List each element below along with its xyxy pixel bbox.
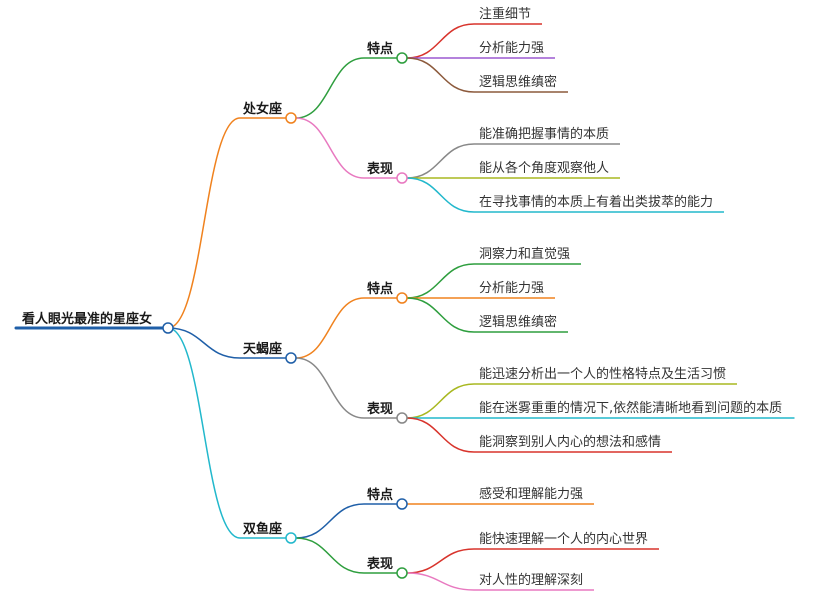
branch-topic[interactable]: 处女座 xyxy=(242,101,282,117)
leaf-topic[interactable]: 能洞察到别人内心的想法和感情 xyxy=(479,434,661,450)
edge-layer xyxy=(14,23,795,591)
leaf-topic[interactable]: 能迅速分析出一个人的性格特点及生活习惯 xyxy=(479,366,726,382)
subtopic-collapse-handle[interactable] xyxy=(396,52,408,64)
leaf-topic[interactable]: 逻辑思维缜密 xyxy=(479,314,557,330)
root-collapse-handle[interactable] xyxy=(162,322,174,334)
subtopic-collapse-handle[interactable] xyxy=(396,567,408,579)
leaf-topic[interactable]: 逻辑思维缜密 xyxy=(479,74,557,90)
leaf-topic[interactable]: 感受和理解能力强 xyxy=(479,486,583,502)
edge-root-to-branch xyxy=(167,327,241,539)
subtopic[interactable]: 特点 xyxy=(367,281,393,297)
branch-topic[interactable]: 天蝎座 xyxy=(243,341,282,357)
edge-subtopic-to-leaf xyxy=(406,177,475,213)
leaf-topic[interactable]: 洞察力和直觉强 xyxy=(479,247,570,262)
edge-subtopic-to-leaf xyxy=(406,548,475,574)
edge-root-to-branch xyxy=(167,117,241,329)
subtopic[interactable]: 表现 xyxy=(366,556,393,572)
edge-subtopic-to-leaf xyxy=(406,23,475,59)
root-topic[interactable]: 看人眼光最准的星座女 xyxy=(22,311,152,327)
leaf-topic[interactable]: 能快速理解一个人的内心世界 xyxy=(479,531,648,547)
leaf-topic[interactable]: 注重细节 xyxy=(479,6,531,22)
edge-subtopic-to-leaf xyxy=(406,143,475,179)
subtopic-collapse-handle[interactable] xyxy=(396,498,408,510)
edge-branch-to-subtopic xyxy=(295,297,365,359)
edge-root-to-branch xyxy=(167,327,241,359)
edge-branch-to-subtopic xyxy=(295,117,365,179)
edge-subtopic-to-leaf xyxy=(406,57,475,93)
leaf-topic[interactable]: 能在迷雾重重的情况下,依然能清晰地看到问题的本质 xyxy=(479,400,782,416)
branch-collapse-handle[interactable] xyxy=(285,112,297,124)
edge-branch-to-subtopic xyxy=(295,57,365,119)
subtopic-collapse-handle[interactable] xyxy=(396,412,408,424)
edge-branch-to-subtopic xyxy=(295,503,365,539)
leaf-topic[interactable]: 在寻找事情的本质上有着出类拔萃的能力 xyxy=(479,194,713,210)
subtopic[interactable]: 表现 xyxy=(366,161,393,177)
leaf-topic[interactable]: 分析能力强 xyxy=(479,41,544,56)
subtopic-collapse-handle[interactable] xyxy=(396,292,408,304)
branch-collapse-handle[interactable] xyxy=(285,352,297,364)
branch-topic[interactable]: 双鱼座 xyxy=(243,521,282,537)
edge-subtopic-to-leaf xyxy=(406,263,475,299)
edge-branch-to-subtopic xyxy=(295,357,365,419)
branch-collapse-handle[interactable] xyxy=(285,532,297,544)
edge-subtopic-to-leaf xyxy=(406,297,475,333)
subtopic-collapse-handle[interactable] xyxy=(396,172,408,184)
subtopic[interactable]: 表现 xyxy=(366,401,393,417)
subtopic[interactable]: 特点 xyxy=(367,487,393,503)
leaf-topic[interactable]: 能准确把握事情的本质 xyxy=(479,126,609,142)
node-layer: 看人眼光最准的星座女处女座特点注重细节分析能力强逻辑思维缜密表现能准确把握事情的… xyxy=(22,6,782,588)
edge-subtopic-to-leaf xyxy=(406,572,475,591)
subtopic[interactable]: 特点 xyxy=(367,41,393,57)
leaf-topic[interactable]: 能从各个角度观察他人 xyxy=(479,160,609,176)
edge-branch-to-subtopic xyxy=(295,537,365,574)
leaf-topic[interactable]: 对人性的理解深刻 xyxy=(479,572,583,588)
leaf-topic[interactable]: 分析能力强 xyxy=(479,281,544,296)
edge-subtopic-to-leaf xyxy=(406,383,475,419)
edge-subtopic-to-leaf xyxy=(406,417,475,453)
